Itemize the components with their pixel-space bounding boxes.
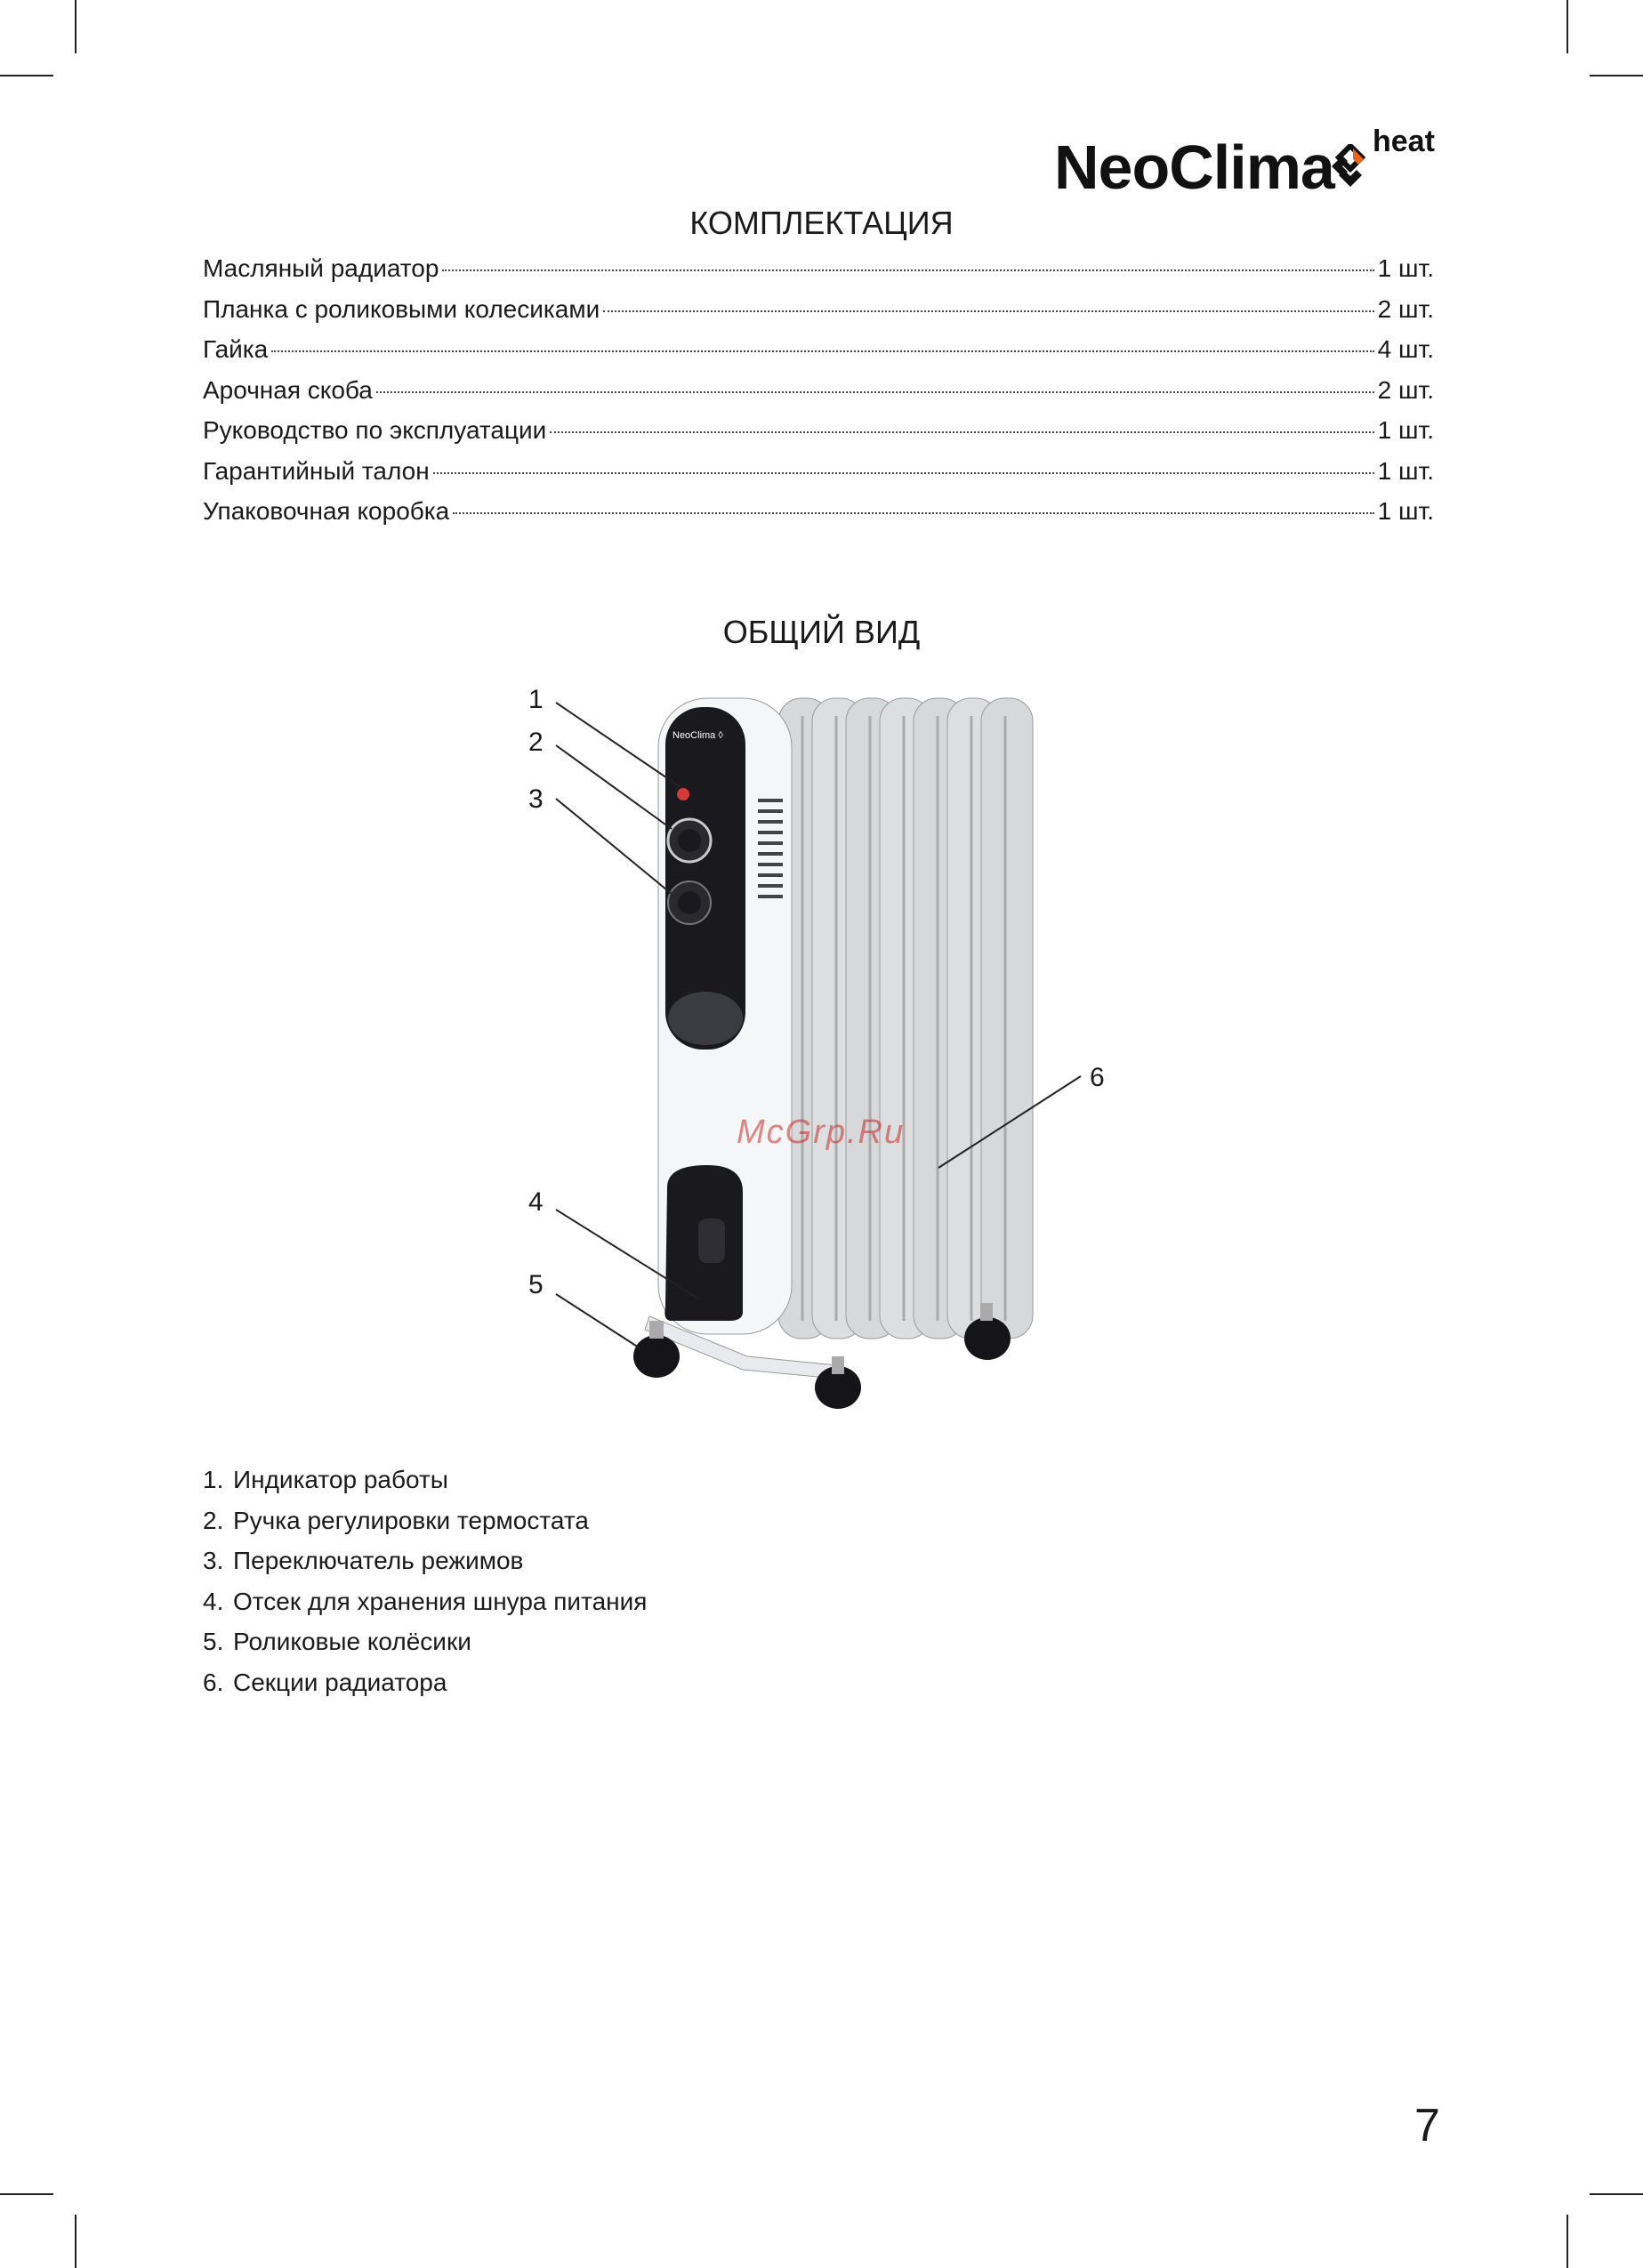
leader-lines <box>555 702 1082 1348</box>
list-item: 5. Роликовые колёсики <box>203 1628 647 1669</box>
crop-mark <box>1566 2215 1568 2268</box>
crop-mark <box>1590 75 1643 76</box>
crop-mark <box>0 2193 53 2195</box>
list-item: 2. Ручка регулировки термостата <box>203 1507 647 1548</box>
part-label: Ручка регулировки термостата <box>233 1506 589 1534</box>
part-number: 5. <box>203 1628 224 1655</box>
list-item: 1. Индикатор работы <box>203 1466 647 1507</box>
leader-dots <box>453 512 1374 514</box>
kit-item-name: Планка с роликовыми колесиками <box>203 294 600 323</box>
leader-dots <box>603 310 1374 312</box>
part-label: Секции радиатора <box>233 1668 447 1696</box>
control-panel <box>666 788 713 925</box>
kit-item-name: Арочная скоба <box>203 375 373 404</box>
brand-sub: heat <box>1373 125 1435 158</box>
kit-heading: КОМПЛЕКТАЦИЯ <box>689 205 954 241</box>
part-label: Отсек для хранения шнура питания <box>233 1587 648 1615</box>
kit-item-name: Руководство по эксплуатации <box>203 416 547 444</box>
kit-item-qty: 1 шт. <box>1377 456 1434 485</box>
kit-item: Руководство по эксплуатации 1 шт. <box>203 416 1434 457</box>
crop-mark <box>0 75 53 76</box>
callout-3: 3 <box>528 784 544 814</box>
callout-6: 6 <box>1090 1063 1105 1092</box>
kit-item-qty: 1 шт. <box>1377 254 1434 282</box>
leader-dots <box>271 350 1374 352</box>
leader-dots <box>442 269 1374 271</box>
part-label: Индикатор работы <box>233 1466 448 1493</box>
radiator-illustration: NeoClima ◊ <box>555 697 1082 1409</box>
callout-4: 4 <box>528 1187 544 1217</box>
overview-heading: ОБЩИЙ ВИД <box>722 614 921 650</box>
part-label: Переключатель режимов <box>233 1547 524 1574</box>
panel-brand: NeoClima ◊ <box>673 730 723 741</box>
vent-slots <box>758 799 783 898</box>
callout-1: 1 <box>528 685 544 714</box>
list-item: 3. Переключатель режимов <box>203 1547 647 1588</box>
kit-item: Масляный радиатор 1 шт. <box>203 254 1434 295</box>
kit-item: Гайка 4 шт. <box>203 335 1434 376</box>
power-indicator <box>677 788 689 800</box>
part-number: 2. <box>203 1506 224 1534</box>
kit-item: Арочная скоба 2 шт. <box>203 376 1434 417</box>
page-number: 7 <box>1414 2100 1440 2151</box>
crop-mark <box>75 2215 77 2268</box>
kit-item-qty: 2 шт. <box>1377 375 1434 404</box>
kit-item-qty: 4 шт. <box>1377 335 1434 363</box>
part-number: 3. <box>203 1547 224 1574</box>
kit-item-name: Упаковочная коробка <box>203 497 450 525</box>
list-item: 4. Отсек для хранения шнура питания <box>203 1588 647 1629</box>
kit-item-name: Гайка <box>203 335 269 363</box>
list-item: 6. Секции радиатора <box>203 1669 647 1709</box>
kit-item: Планка с роликовыми колесиками 2 шт. <box>203 295 1434 336</box>
brand-name: NeoClima <box>1054 133 1335 202</box>
kit-item-qty: 1 шт. <box>1377 416 1434 444</box>
radiator-figure: NeoClima ◊ 1 2 3 4 5 6 <box>516 676 1139 1432</box>
crop-mark <box>75 0 77 53</box>
kit-item: Упаковочная коробка 1 шт. <box>203 497 1434 538</box>
kit-item-qty: 2 шт. <box>1377 294 1434 323</box>
watermark: McGrp.Ru <box>737 1114 906 1151</box>
kit-item: Гарантийный талон 1 шт. <box>203 457 1434 498</box>
crop-mark <box>1590 2193 1643 2195</box>
part-number: 6. <box>203 1668 224 1696</box>
kit-item-qty: 1 шт. <box>1377 497 1434 525</box>
caster-wheels <box>633 1303 1011 1409</box>
parts-list: 1. Индикатор работы 2. Ручка регулировки т… <box>203 1466 647 1709</box>
brand-logo: NeoClima heat <box>1054 125 1446 213</box>
brand-diamond-icon <box>1332 144 1366 187</box>
callout-5: 5 <box>528 1270 544 1299</box>
kit-list: Масляный радиатор 1 шт. Планка с роликовы… <box>203 254 1434 538</box>
kit-item-name: Масляный радиатор <box>203 254 439 282</box>
part-label: Роликовые колёсики <box>233 1628 471 1655</box>
radiator-fins <box>777 697 1034 1339</box>
part-number: 4. <box>203 1587 224 1615</box>
crop-mark <box>1566 0 1568 53</box>
kit-item-name: Гарантийный талон <box>203 456 430 485</box>
leader-dots <box>432 471 1374 474</box>
callout-2: 2 <box>528 728 544 757</box>
part-number: 1. <box>203 1466 224 1493</box>
leader-dots <box>375 390 1374 393</box>
leader-dots <box>550 431 1374 433</box>
